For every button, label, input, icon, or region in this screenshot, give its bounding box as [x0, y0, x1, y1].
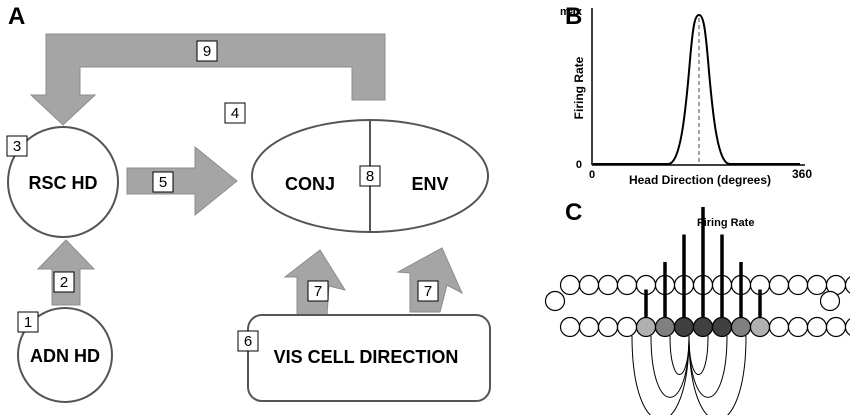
ring-back-cell — [844, 276, 850, 294]
ring-side-cell-right — [819, 290, 841, 312]
number-box-3: 3 — [6, 135, 28, 157]
number-box-2: 2 — [53, 271, 75, 293]
ring-connection — [669, 335, 690, 376]
panel-c-ring — [544, 207, 850, 415]
number-box-4: 4 — [224, 102, 246, 124]
panel-b-x0-label: 0 — [589, 169, 595, 181]
ring-back-cell — [578, 274, 600, 296]
svg-text:4: 4 — [231, 105, 239, 122]
ring-front-cell — [597, 316, 619, 338]
svg-text:8: 8 — [366, 168, 374, 185]
svg-text:3: 3 — [13, 138, 21, 155]
number-box-7-left: 7 — [307, 280, 329, 302]
ring-back-cell — [806, 274, 828, 296]
panel-b-ylabel: Firing Rate — [572, 56, 586, 119]
panel-label-b: B — [565, 3, 582, 30]
rsc-hd-node — [7, 126, 119, 238]
adn-hd-label: ADN HD — [30, 346, 100, 366]
ring-back-cell — [616, 274, 638, 296]
svg-text:7: 7 — [424, 283, 432, 300]
panel-label-c: C — [565, 199, 582, 226]
ring-active-cell — [635, 316, 657, 338]
ring-active-cell — [673, 316, 695, 338]
number-box-8: 8 — [359, 165, 381, 187]
number-box-9: 9 — [196, 40, 218, 62]
ring-front-cell — [768, 316, 790, 338]
arrow-5 — [126, 145, 238, 217]
panel-b-x360-label: 360 — [792, 167, 812, 181]
number-box-6: 6 — [237, 330, 259, 352]
svg-text:6: 6 — [244, 333, 252, 350]
ring-back-cell — [768, 274, 790, 296]
panel-b-tuning-curve: max 0 0 360 Head Direction (degrees) Fir… — [560, 6, 812, 187]
ring-front-cell — [787, 316, 809, 338]
ring-front-cell — [825, 316, 847, 338]
ring-connection — [631, 335, 690, 415]
vis-cell-direction-node — [247, 314, 491, 402]
ring-front-cell — [844, 318, 850, 336]
conj-label: CONJ — [285, 174, 335, 194]
svg-text:7: 7 — [314, 283, 322, 300]
panel-b-y0-label: 0 — [576, 159, 582, 171]
panel-b-xlabel: Head Direction (degrees) — [629, 173, 771, 187]
arrow-9 — [29, 33, 386, 126]
adn-hd-node — [17, 307, 113, 403]
svg-text:5: 5 — [159, 174, 167, 191]
arrow-7-right — [396, 247, 464, 313]
ring-active-cell — [692, 316, 714, 338]
ring-back-cell — [597, 274, 619, 296]
ring-back-cell — [787, 274, 809, 296]
ring-front-cell — [559, 316, 581, 338]
ring-front-cell — [578, 316, 600, 338]
ring-active-cell — [654, 316, 676, 338]
svg-text:9: 9 — [203, 43, 211, 60]
number-box-1: 1 — [17, 311, 39, 333]
panel-b-curve — [593, 13, 800, 165]
ring-active-cell — [711, 316, 733, 338]
number-box-5: 5 — [152, 171, 174, 193]
ring-front-cell — [806, 316, 828, 338]
ring-active-cell — [749, 316, 771, 338]
ring-connection — [650, 335, 690, 398]
number-box-7-right: 7 — [417, 280, 439, 302]
ring-side-cell-left — [544, 290, 566, 312]
svg-text:2: 2 — [60, 274, 68, 291]
panel-label-a: A — [8, 3, 25, 30]
ring-active-cell — [730, 316, 752, 338]
ring-connection — [688, 335, 747, 415]
vis-cell-direction-label: VIS CELL DIRECTION — [274, 347, 459, 367]
ring-front-cell — [616, 316, 638, 338]
env-label: ENV — [411, 174, 448, 194]
svg-text:1: 1 — [24, 314, 32, 331]
rsc-hd-label: RSC HD — [28, 173, 97, 193]
panel-b-ymax-label: max — [560, 6, 583, 18]
panel-c-firing-rate-label: Firing Rate — [697, 217, 754, 229]
ring-back-cell — [559, 274, 581, 296]
